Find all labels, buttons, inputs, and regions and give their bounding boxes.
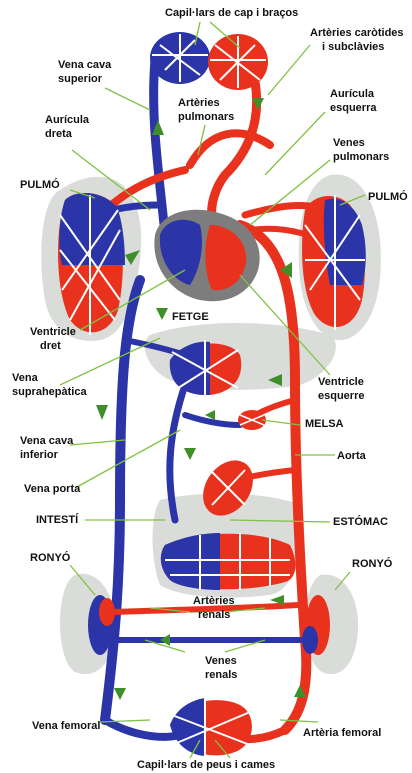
hepatic-vein-label: Vena — [12, 372, 39, 384]
left-atrium-label: Aurícula — [330, 88, 375, 100]
carotid-label-2: i subclàvies — [322, 41, 384, 53]
liver-label: FETGE — [172, 311, 209, 323]
head-capillaries — [150, 32, 268, 90]
kidney-left-label: RONYÓ — [30, 551, 71, 564]
pulmonary-veins-label: Venes — [333, 137, 365, 149]
femoral-artery-label: Artèria femoral — [303, 727, 381, 739]
femoral-vein-label: Vena femoral — [32, 720, 100, 732]
spleen-capillaries — [238, 410, 266, 430]
intestine-capillaries — [161, 533, 296, 590]
flow-arrow — [156, 308, 168, 320]
head-capillaries-label: Capil·lars de cap i braços — [165, 7, 298, 19]
right-atrium-label-2: dreta — [45, 128, 73, 140]
spleen-label: MELSA — [305, 418, 344, 430]
renal-arteries-label-2: renals — [198, 609, 230, 621]
renal-arteries-label: Artèries — [193, 595, 235, 607]
pulmonary-arteries-label-2: pulmonars — [178, 111, 234, 123]
flow-arrow — [184, 448, 196, 460]
right-ventricle-label: Ventricle — [30, 326, 76, 338]
vena-cava-inferior-label: Vena cava — [20, 435, 74, 447]
right-ventricle-label-2: dret — [40, 340, 61, 352]
vena-cava-superior — [154, 60, 165, 235]
left-ventricle-label-2: esquerre — [318, 390, 364, 402]
left-ventricle-label: Ventricle — [318, 376, 364, 388]
flow-arrow — [114, 688, 126, 700]
femoral-vein — [105, 720, 180, 737]
hepatic-vein-label-2: suprahepàtica — [12, 386, 87, 398]
kidney-right-label: RONYÓ — [352, 557, 393, 570]
vena-cava-superior-label-2: superior — [58, 73, 103, 85]
flow-arrow — [96, 405, 108, 420]
renal-veins-label-2: renals — [205, 669, 237, 681]
vena-cava-inferior — [105, 280, 140, 720]
portal-vein-label: Vena porta — [24, 483, 81, 495]
intestine-label: INTESTÍ — [36, 513, 79, 526]
renal-veins-label: Venes — [205, 655, 237, 667]
leg-capillaries — [170, 698, 252, 756]
lung-left-label: PULMÓ — [20, 178, 60, 191]
lung-right-label: PULMÓ — [368, 190, 408, 203]
pulmonary-veins-label-2: pulmonars — [333, 151, 389, 163]
vena-cava-inferior-label-2: inferior — [20, 449, 59, 461]
aorta-label: Aorta — [337, 450, 367, 462]
stomach-label: ESTÓMAC — [333, 515, 388, 528]
flow-arrow — [160, 634, 170, 646]
left-lung-capillaries — [58, 193, 125, 335]
pulmonary-arteries-label: Artèries — [178, 97, 220, 109]
left-atrium-label-2: esquerra — [330, 102, 377, 114]
right-atrium-label: Aurícula — [45, 114, 90, 126]
leg-capillaries-label: Capil·lars de peus i cames — [137, 759, 275, 771]
vena-cava-superior-label: Vena cava — [58, 59, 112, 71]
carotid-label: Artèries caròtides — [310, 27, 404, 39]
